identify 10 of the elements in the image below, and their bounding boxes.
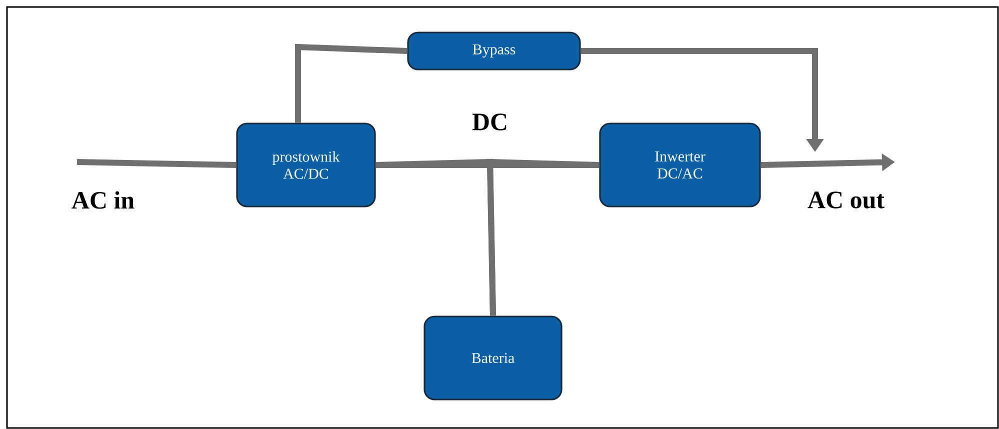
text-label: DC [472,114,506,130]
process-box: Bateria [424,316,562,400]
connector-line [295,44,408,123]
process-box: prostownik AC/DC [236,122,376,208]
process-box: Inwerter DC/AC [599,122,761,208]
connector-line [76,159,236,168]
text-label: AC in [72,191,134,209]
text-label: AC out [808,192,884,208]
process-box: Bypass [407,32,581,70]
connector-line [486,158,600,316]
